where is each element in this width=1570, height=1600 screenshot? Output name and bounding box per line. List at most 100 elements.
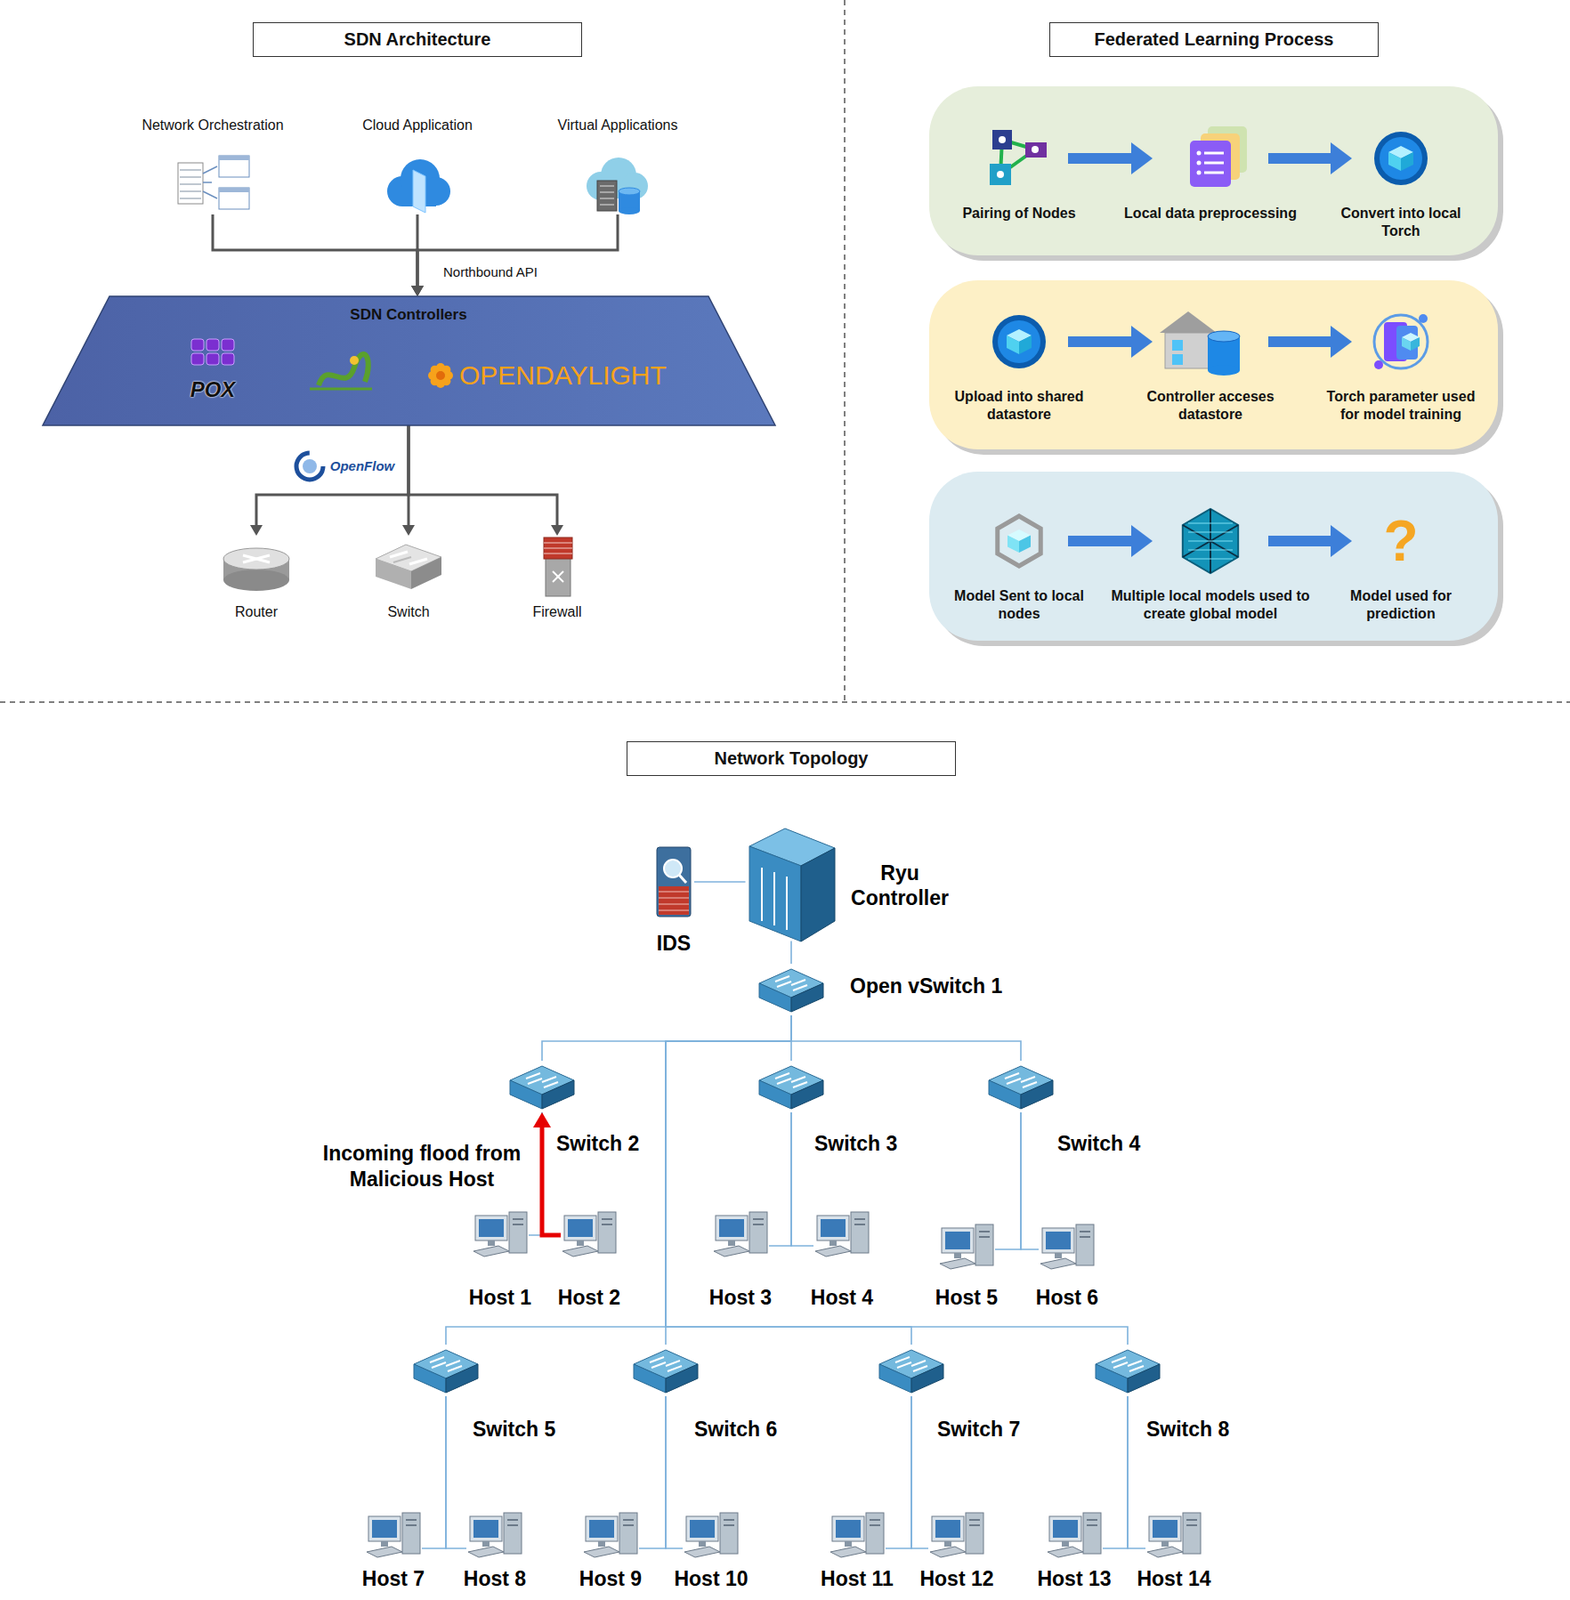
- connector: [1102, 1396, 1128, 1549]
- docs-icon-part: [1197, 151, 1202, 156]
- host-icon-part: [1045, 1231, 1071, 1250]
- hexout-icon-part: [1019, 535, 1031, 554]
- connector: [1068, 535, 1132, 547]
- firewall-icon-part: [543, 548, 573, 550]
- hexgrid-icon-part: [1182, 509, 1239, 574]
- torch-icon-part: [997, 320, 1041, 364]
- store-icon-part: [1159, 311, 1217, 333]
- sw-icon-part: [665, 1364, 698, 1393]
- node-label: Model used for prediction: [1334, 587, 1468, 624]
- hexgrid-icon-part: [1188, 550, 1233, 551]
- icon-node: Virtual Applications: [577, 152, 658, 215]
- torch-icon-part: [1400, 152, 1414, 171]
- icon-node: Host 6: [1038, 1222, 1096, 1273]
- node-label: Host 4: [788, 1285, 896, 1312]
- icon-node: Switch 3: [757, 1060, 826, 1113]
- host-icon-part: [723, 1524, 735, 1527]
- host-icon-part: [944, 1541, 952, 1547]
- node-label: Router: [202, 603, 310, 622]
- host-icon-part: [752, 1223, 764, 1226]
- host-icon-part: [1047, 1546, 1084, 1558]
- host-icon-part: [576, 1240, 584, 1247]
- ryu-icon-part: [760, 867, 763, 922]
- host-icon: [1145, 1511, 1203, 1562]
- sw-icon: [631, 1344, 700, 1397]
- router-icon-part: [242, 555, 270, 563]
- host-icon-part: [1042, 1228, 1075, 1254]
- hexout-icon-part: [997, 516, 1041, 567]
- icon-node: Host 4: [813, 1210, 871, 1261]
- sw-icon: [757, 963, 826, 1016]
- icon-node: Host 10: [682, 1511, 740, 1562]
- sw-icon-part: [1022, 1082, 1037, 1088]
- host-icon-part: [601, 1218, 613, 1221]
- router-icon-part: [242, 555, 270, 563]
- orch-icon-part: [179, 190, 202, 193]
- icon-node: Host 14: [1145, 1511, 1203, 1562]
- host-icon-part: [749, 1212, 768, 1254]
- node-label: Cloud Application: [328, 116, 507, 135]
- host-icon-part: [1161, 1541, 1169, 1547]
- torch-icon-part: [1374, 131, 1428, 186]
- sw-icon-part: [791, 983, 824, 1012]
- swgrey-icon: [368, 535, 449, 599]
- host-icon-part: [1186, 1519, 1198, 1522]
- icon-node: Switch 8: [1093, 1344, 1162, 1397]
- sw-icon-part: [633, 1364, 666, 1393]
- orch-icon-part: [218, 187, 250, 193]
- sw-icon: [757, 1060, 826, 1113]
- docs-icon-part: [1204, 171, 1224, 175]
- icon-node: Torch parameter used for model training: [1351, 306, 1450, 378]
- node-label: Upload into shared datastore: [938, 388, 1100, 424]
- vcloud-icon-part: [599, 197, 615, 200]
- host-icon-part: [969, 1524, 980, 1527]
- node-label: Torch parameter used for model training: [1316, 388, 1486, 424]
- connector-label: Incoming flood from Malicious Host: [306, 1141, 538, 1193]
- icon-node: Host 3: [712, 1210, 769, 1261]
- param-icon-part: [1410, 337, 1420, 351]
- icon-node: Switch 6: [631, 1344, 700, 1397]
- process-band: [929, 86, 1498, 256]
- host-icon: [828, 1511, 886, 1562]
- node-label: Host 7: [339, 1566, 447, 1593]
- vcloud-icon-part: [599, 191, 615, 194]
- sw-icon-part: [665, 1360, 680, 1367]
- vcloud-icon-part: [599, 185, 615, 187]
- host-icon-part: [567, 1219, 593, 1238]
- sw-icon-part: [776, 1078, 792, 1085]
- firewall-icon-part: [543, 537, 573, 559]
- store-icon-part: [1172, 354, 1183, 365]
- band-icon-part: [42, 296, 776, 426]
- cloud-icon-part: [412, 169, 426, 213]
- host-icon: [471, 1210, 529, 1261]
- header-text: SDN Architecture: [260, 28, 575, 51]
- host-icon-part: [601, 1223, 613, 1226]
- sw-icon-part: [1020, 1080, 1053, 1109]
- band-icon-part: [221, 339, 235, 351]
- node-label: Host 8: [441, 1566, 549, 1593]
- host-icon-part: [713, 1246, 750, 1257]
- sw-icon-part: [791, 1076, 806, 1083]
- ryu-icon-part: [773, 872, 776, 926]
- ids-icon-part: [679, 874, 687, 883]
- sw-icon: [987, 1060, 1055, 1113]
- router-icon-part: [223, 569, 290, 591]
- node-label: Host 3: [687, 1285, 794, 1312]
- band-icon-part: [206, 339, 219, 351]
- section-header: Federated Learning Process: [1049, 22, 1379, 57]
- firewall-icon-part: [552, 571, 564, 583]
- ids-icon-part: [658, 904, 689, 906]
- sw-icon-part: [543, 1082, 559, 1088]
- param-icon-part: [1418, 314, 1428, 324]
- host-icon-part: [931, 1516, 964, 1542]
- controller-band: SDN ControllersPOXOPENDAYLIGHT: [42, 296, 776, 426]
- ids-icon-part: [658, 898, 689, 899]
- orch-icon-part: [202, 191, 218, 199]
- host-icon-part: [372, 1520, 397, 1538]
- param-icon-part: [1374, 360, 1384, 370]
- docs-icon-part: [1204, 152, 1224, 155]
- hexgrid-icon-part: [1188, 523, 1233, 525]
- process-band: [929, 280, 1498, 450]
- sw-icon-part: [429, 1357, 445, 1363]
